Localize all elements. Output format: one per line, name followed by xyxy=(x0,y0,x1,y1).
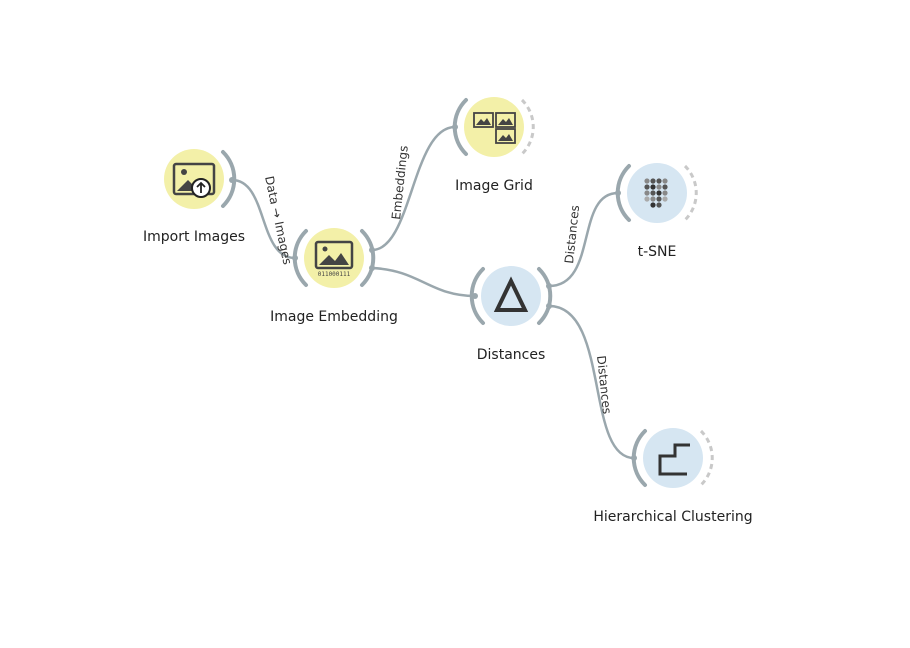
widget-body[interactable] xyxy=(643,428,703,488)
output-port[interactable] xyxy=(360,229,376,287)
widget-label: Hierarchical Clustering xyxy=(593,509,752,525)
link-label-distances-clustering: Distances xyxy=(594,355,614,415)
widget-body[interactable] xyxy=(304,228,364,288)
link-label-data-images: Data → Images xyxy=(262,175,294,266)
input-port[interactable] xyxy=(452,98,468,156)
link-label-distances-tsne: Distances xyxy=(562,204,582,264)
link-distances-to-clustering[interactable] xyxy=(546,303,637,461)
widget-image-embedding[interactable]: 011000111 Image Embedding xyxy=(270,228,398,325)
output-port[interactable] xyxy=(221,150,237,208)
delta-icon xyxy=(493,276,529,312)
image-embedding-icon: 011000111 xyxy=(314,240,354,278)
widget-label: Distances xyxy=(477,347,546,363)
input-port[interactable] xyxy=(292,229,308,287)
widget-label: Image Embedding xyxy=(270,309,398,325)
input-port[interactable] xyxy=(631,429,647,487)
import-images-icon xyxy=(172,162,216,198)
output-port-inactive[interactable] xyxy=(699,429,714,487)
widget-import-images[interactable]: Import Images xyxy=(143,149,245,245)
output-port-inactive[interactable] xyxy=(520,98,535,156)
svg-text:011000111: 011000111 xyxy=(318,271,351,278)
output-port[interactable] xyxy=(537,267,553,325)
widget-tsne[interactable]: t-SNE xyxy=(615,163,698,260)
image-grid-icon xyxy=(473,112,516,144)
link-distances-to-tsne[interactable] xyxy=(546,190,621,289)
input-port[interactable] xyxy=(469,267,485,325)
input-port[interactable] xyxy=(615,164,631,222)
widget-body[interactable] xyxy=(464,97,524,157)
widget-image-grid[interactable]: Image Grid xyxy=(452,97,535,194)
dendrogram-icon xyxy=(658,443,690,476)
link-label-embeddings-grid: Embeddings xyxy=(389,145,411,220)
link-embedding-to-distances[interactable] xyxy=(369,265,478,299)
widget-distances[interactable]: Distances xyxy=(469,266,553,363)
widget-label: t-SNE xyxy=(638,244,677,260)
output-port-inactive[interactable] xyxy=(683,164,698,222)
tsne-dots-icon xyxy=(644,178,668,208)
widget-label: Image Grid xyxy=(455,178,533,194)
widget-label: Import Images xyxy=(143,229,245,245)
widget-hierarchical-clustering[interactable]: Hierarchical Clustering xyxy=(593,428,753,525)
widget-body[interactable] xyxy=(481,266,541,326)
link-embedding-to-image-grid[interactable] xyxy=(369,124,458,253)
